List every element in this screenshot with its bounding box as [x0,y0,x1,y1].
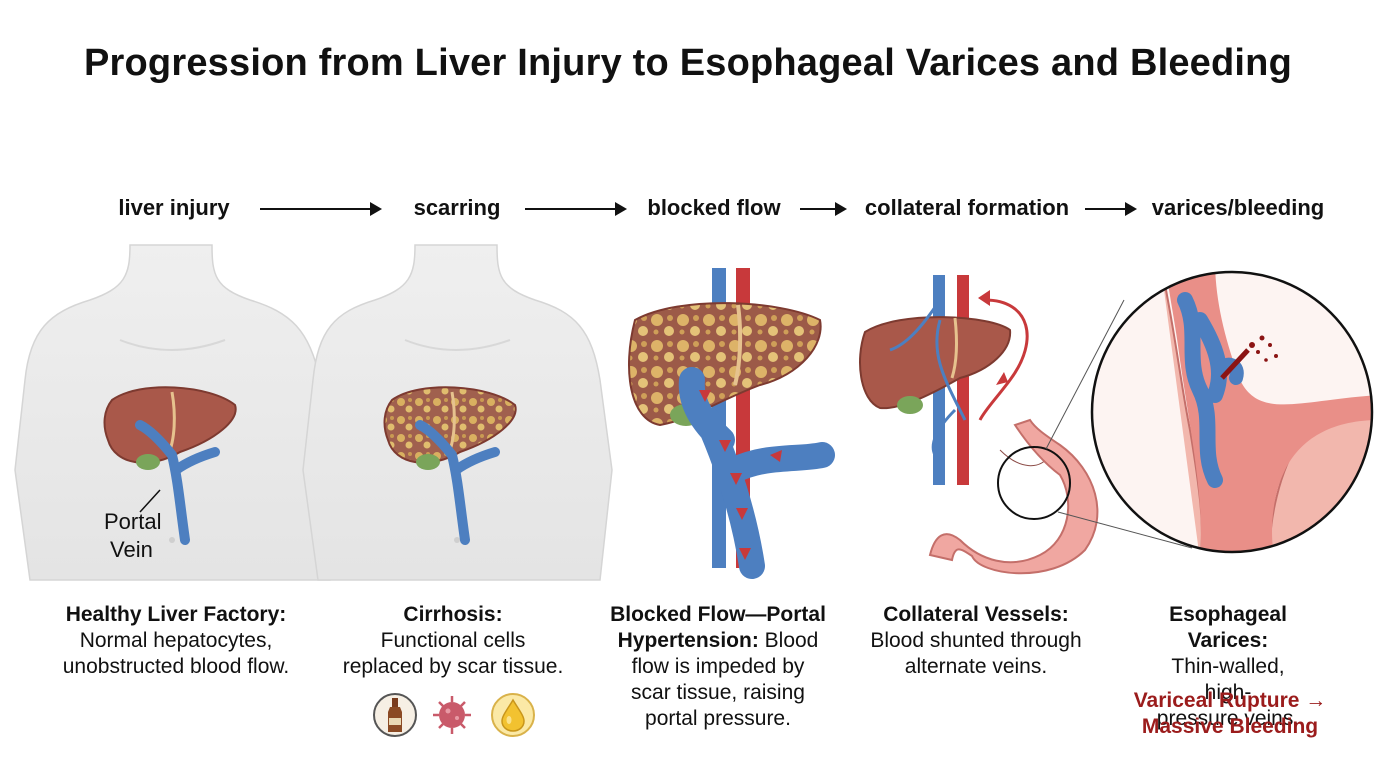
caption-blocked-flow: Blocked Flow—Portal Hypertension: Blood … [610,603,826,730]
caption-healthy-liver: Healthy Liver Factory: Normal hepatocyte… [62,603,290,678]
cirrhotic-liver [383,386,517,545]
healthy-liver [103,386,237,545]
blocked-flow-liver [628,268,835,579]
variceal-rupture-warning: Variceal Rupture → Massive Bleeding [1133,689,1327,738]
fat-droplet-icon [491,693,535,737]
illustration-panel [14,244,1374,581]
step-liver-injury: liver injury [118,195,230,220]
alcohol-bottle-icon [373,693,417,737]
stomach [928,299,1193,575]
arrow-icon [800,202,847,216]
step-blocked-flow: blocked flow [647,195,781,220]
arrow-icon [525,202,627,216]
variceal-zoom [1090,270,1374,554]
cause-icons [373,693,535,737]
progression-steps: liver injury scarring blocked flow colla… [0,195,1376,225]
collateral-vessels [859,275,1051,485]
arrow-icon [260,202,382,216]
caption-collateral-vessels: Collateral Vessels: Blood shunted throug… [870,603,1082,678]
step-varices-bleeding: varices/bleeding [1151,195,1325,220]
caption-esophageal-varices: Esophageal Varices: Thin-walled, high- p… [1156,603,1300,730]
portal-vein-label: Portal Vein [104,509,162,562]
step-collateral-formation: collateral formation [864,195,1070,220]
step-scarring: scarring [413,195,501,220]
arrow-icon [1085,202,1137,216]
page-title: Progression from Liver Injury to Esophag… [83,42,1293,84]
virus-icon [433,696,471,734]
caption-cirrhosis: Cirrhosis: Functional cells replaced by … [342,603,564,678]
